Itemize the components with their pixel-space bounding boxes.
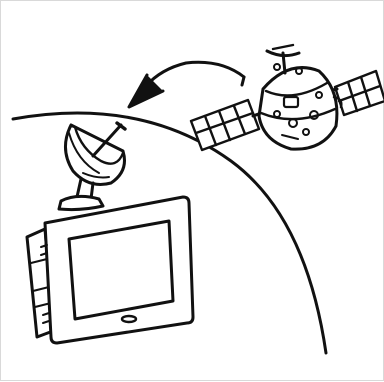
left-solar-panel	[191, 100, 267, 150]
satellite-body	[259, 68, 337, 150]
signal-arrow-icon	[129, 62, 244, 107]
satellite-icon	[191, 45, 384, 150]
tv-screen	[69, 221, 173, 319]
television-icon	[27, 197, 193, 343]
satellite-dish-icon	[59, 123, 125, 210]
